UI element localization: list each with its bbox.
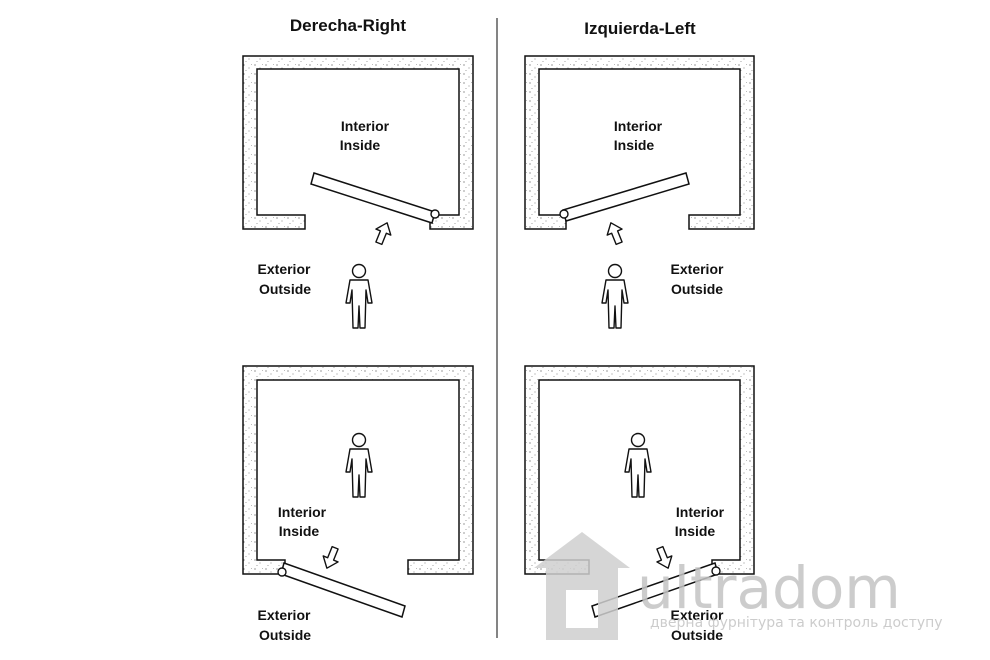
interior-label: Interior (614, 118, 663, 134)
panel-left-outswing: Interior Inside Exterior Outside (524, 365, 755, 643)
door-leaf (310, 172, 436, 224)
watermark-brand: ultradom (637, 554, 901, 622)
inside-label: Inside (340, 137, 381, 153)
person-icon (345, 432, 373, 498)
panel-right-outswing: Interior Inside Exterior Outside (242, 365, 474, 643)
exterior-label: Exterior (671, 261, 724, 277)
direction-arrow (602, 219, 628, 247)
inside-label: Inside (675, 523, 716, 539)
watermark-tagline: дверна фурнітура та контроль доступу (650, 615, 943, 631)
house-logo-icon (534, 532, 630, 640)
direction-arrow (318, 544, 344, 572)
exterior-label: Exterior (671, 607, 724, 623)
door-hinge (559, 209, 569, 219)
exterior-label: Exterior (258, 261, 311, 277)
inside-label: Inside (279, 523, 320, 539)
interior-label: Interior (676, 504, 725, 520)
interior-label: Interior (341, 118, 390, 134)
title-right: Derecha-Right (290, 16, 407, 35)
door-hinge (430, 209, 440, 219)
room-walls (242, 55, 474, 230)
inside-label: Inside (614, 137, 655, 153)
watermark: ultradom дверна фурнітура та контроль до… (534, 532, 943, 640)
panel-right-inswing: Interior Inside Exterior Outside (242, 55, 474, 329)
outside-label: Outside (259, 281, 311, 297)
person-icon (345, 263, 373, 329)
exterior-label: Exterior (258, 607, 311, 623)
door-leaf (562, 172, 690, 222)
room-walls (524, 55, 755, 230)
outside-label: Outside (671, 627, 723, 643)
door-hinge (711, 566, 721, 576)
person-icon (601, 263, 629, 329)
outside-label: Outside (259, 627, 311, 643)
interior-label: Interior (278, 504, 327, 520)
outside-label: Outside (671, 281, 723, 297)
direction-arrow (370, 219, 396, 247)
person-icon (624, 432, 652, 498)
panel-left-inswing: Interior Inside Exterior Outside (524, 55, 755, 329)
door-hinge (277, 567, 287, 577)
title-left: Izquierda-Left (584, 19, 696, 38)
